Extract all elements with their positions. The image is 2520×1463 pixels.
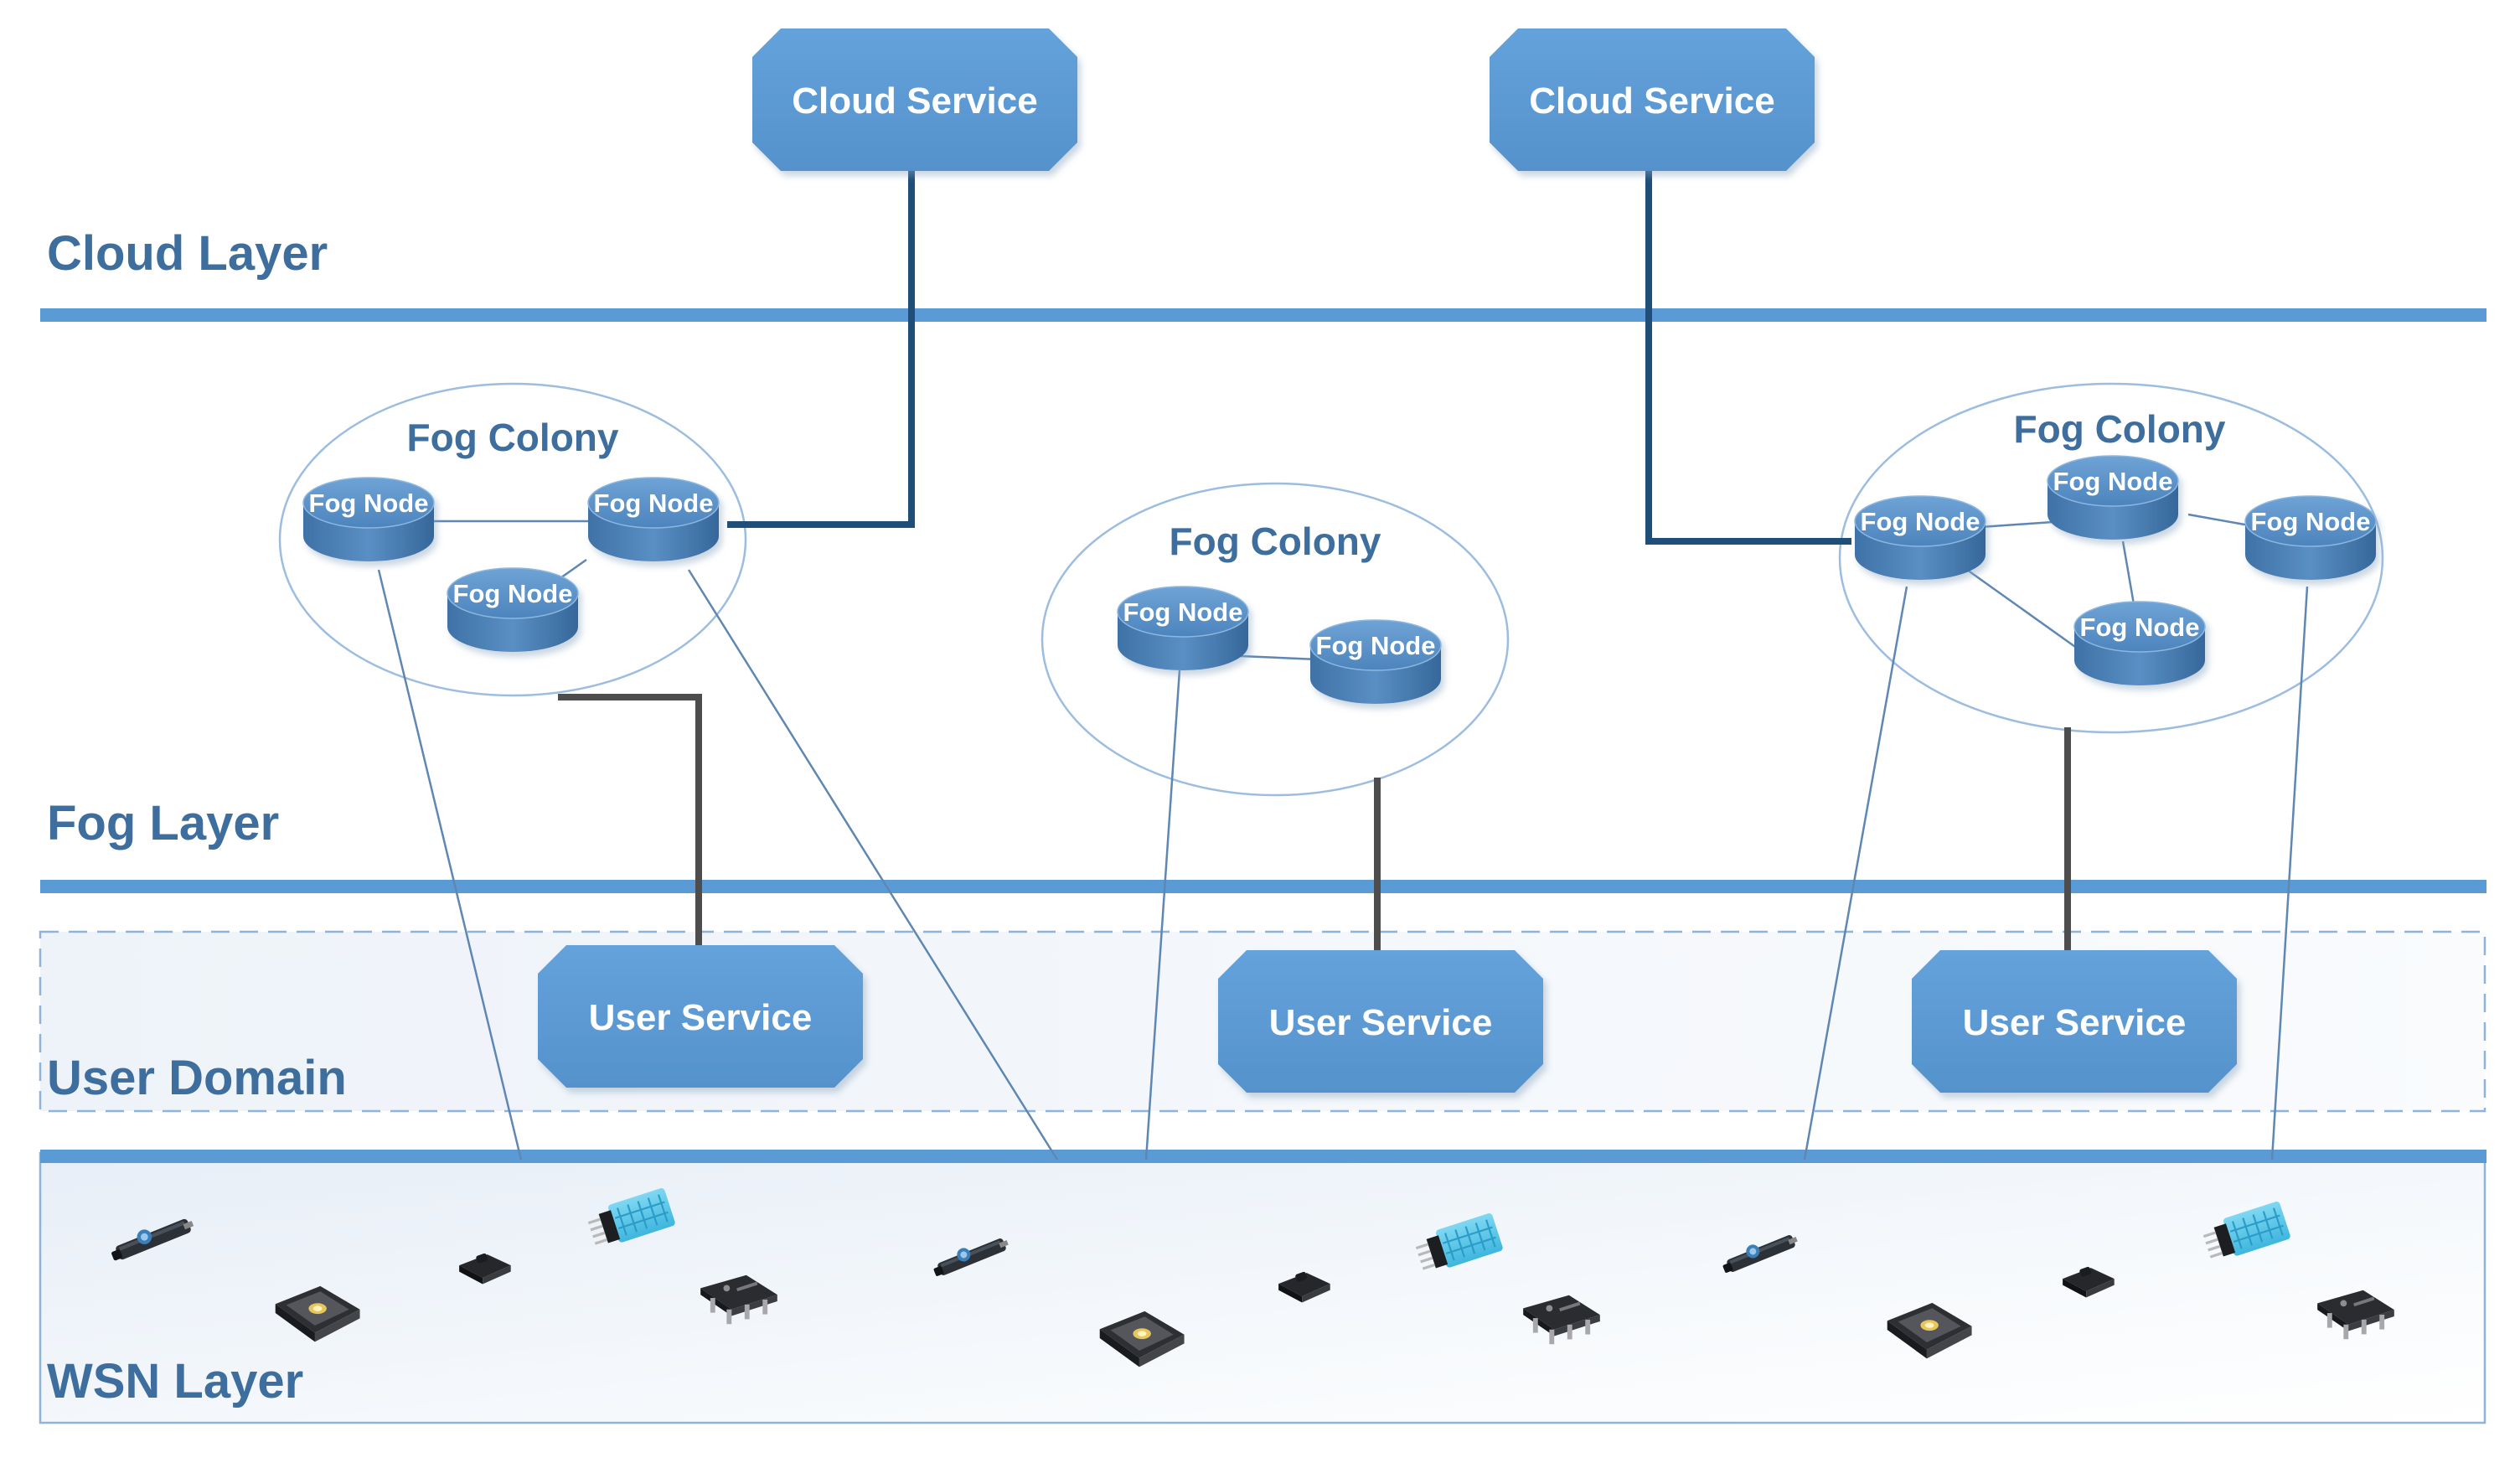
- user-service-box-label: User Service: [1963, 1002, 2187, 1043]
- user-service-box: User Service: [1912, 950, 2237, 1093]
- fog-node-label: Fog Node: [1123, 597, 1243, 627]
- user-service-box: User Service: [1218, 950, 1543, 1093]
- wsn-links: [377, 569, 2309, 1161]
- fog-node: Fog Node: [447, 567, 579, 652]
- fog-node: Fog Node: [587, 477, 720, 561]
- cloud-service-box: Cloud Service: [752, 28, 1077, 171]
- fog-node-label: Fog Node: [2251, 507, 2371, 536]
- user-service-box-label: User Service: [1269, 1002, 1493, 1043]
- fog-layer-label: Fog Layer: [47, 796, 279, 850]
- fog-node: Fog Node: [2244, 495, 2377, 580]
- fog-node-label: Fog Node: [309, 489, 429, 518]
- fog-node: Fog Node: [302, 477, 435, 561]
- fog-node: Fog Node: [2047, 455, 2179, 540]
- user-service-box: User Service: [538, 945, 863, 1088]
- fog-node-label: Fog Node: [1316, 631, 1436, 660]
- fog-node-label: Fog Node: [2080, 613, 2200, 642]
- user-domain-label: User Domain: [47, 1051, 347, 1105]
- fog-node-label: Fog Node: [1861, 507, 1980, 536]
- wsn-layer-label: WSN Layer: [47, 1354, 303, 1409]
- fog-node-label: Fog Node: [594, 489, 714, 518]
- fog-colony-2: Fog Colony: [1041, 482, 1510, 797]
- cloud-connectors: [727, 168, 1851, 545]
- fog-colony-label: Fog Colony: [407, 416, 619, 459]
- user-service-box-label: User Service: [589, 997, 813, 1038]
- fog-colony-label: Fog Colony: [2014, 407, 2226, 451]
- cloud-service-box-label: Cloud Service: [792, 80, 1037, 121]
- wsn-layer-band: [39, 1151, 2486, 1424]
- fog-colony-1: Fog Colony: [278, 382, 747, 697]
- fog-node: Fog Node: [2073, 601, 2206, 685]
- fog-node-label: Fog Node: [2053, 467, 2173, 496]
- fog-colony-label: Fog Colony: [1170, 520, 1381, 563]
- user-connectors: [558, 694, 2071, 952]
- cloud-service-box-label: Cloud Service: [1529, 80, 1774, 121]
- fog-node: Fog Node: [1854, 495, 1986, 580]
- cloud-service-box: Cloud Service: [1490, 28, 1815, 171]
- fog-node: Fog Node: [1117, 586, 1249, 670]
- fog-node-label: Fog Node: [453, 579, 573, 608]
- fog-node: Fog Node: [1309, 619, 1442, 704]
- cloud-layer-label: Cloud Layer: [47, 226, 328, 281]
- fog-colony-3: Fog Colony: [1838, 382, 2384, 734]
